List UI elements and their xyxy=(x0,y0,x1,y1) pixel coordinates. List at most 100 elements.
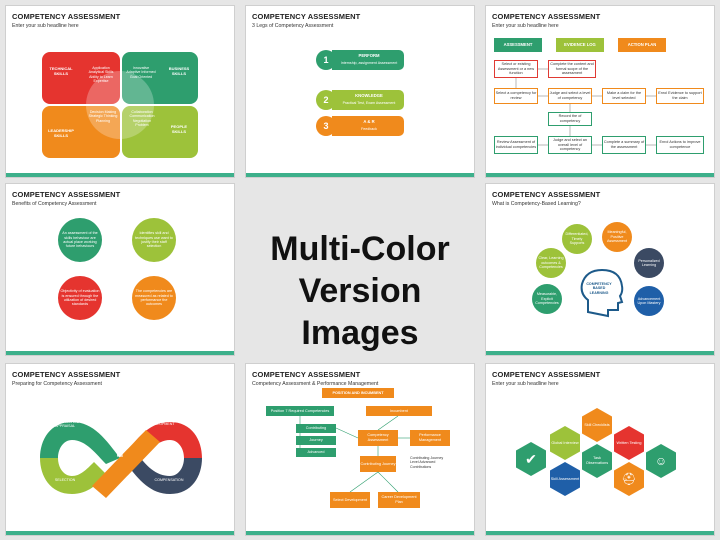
slide-title: COMPETENCY ASSESSMENT xyxy=(492,370,601,379)
level-notes: Contributing Journey Level Advanced Cont… xyxy=(410,456,444,469)
cbl-node-4: Advancement Upon Mastery xyxy=(634,286,664,316)
required-competencies-box: Position 7 Required Competencies xyxy=(266,406,334,416)
level-box: Contributing xyxy=(296,424,336,433)
flow-box: Complete the content and formal scope of… xyxy=(548,60,596,78)
step-desc-1: Internship, assignment Assessment xyxy=(340,61,398,65)
slide-thumbnail-1[interactable]: COMPETENCY ASSESSMENT Enter your sub hea… xyxy=(6,6,234,177)
caption-line-2: Version Images xyxy=(298,272,422,352)
technical-skills-list: Application Analytical Skills Ability to… xyxy=(88,66,114,84)
people-skills-list: Collaboration Communication Negotiation … xyxy=(129,110,155,128)
technical-skills-label: TECHNICAL SKILLS xyxy=(49,66,73,76)
infinity-loop-graphic xyxy=(40,422,202,498)
header-action-plan: ACTION PLAN xyxy=(618,38,666,52)
career-development-plan-box: Career Development Plan xyxy=(378,492,420,508)
leadership-skills-label: LEADERSHIP SKILLS xyxy=(48,128,74,138)
level-box: Journey xyxy=(296,436,336,445)
step-card-3 xyxy=(332,116,404,136)
org-connectors xyxy=(296,415,410,493)
skills-quadrant-graphic xyxy=(42,52,198,158)
cbl-node-1: Differentiated, Timely Supports xyxy=(562,224,592,254)
slide-subtitle: Enter your sub headline here xyxy=(492,381,559,387)
select-development-box: Select Development xyxy=(330,492,370,508)
slide-subtitle: Competency Assessment & Performance Mana… xyxy=(252,381,379,387)
step-card-1 xyxy=(332,50,404,70)
written-testing-hex: Written Testing xyxy=(614,426,644,460)
step-desc-3: Feedback xyxy=(361,127,377,131)
performance-management-box: Performance Management xyxy=(410,430,450,446)
flow-box: Make a claim for the level selected xyxy=(602,88,646,104)
slide-title: COMPETENCY ASSESSMENT xyxy=(12,190,121,199)
slide-thumbnail-2[interactable]: COMPETENCY ASSESSMENT 3 Legs of Competen… xyxy=(246,6,474,177)
step-title-1: PERFORM xyxy=(358,53,380,58)
flow-box: Enrol Evidence to support the claim xyxy=(656,88,704,104)
flow-connectors xyxy=(515,68,656,146)
slide-title: COMPETENCY ASSESSMENT xyxy=(252,12,361,21)
skill-checklists-hex: Skill Checklists xyxy=(582,408,612,442)
slide-subtitle: Preparing for Competency Assessment xyxy=(12,381,102,387)
slide-title: COMPETENCY ASSESSMENT xyxy=(492,190,601,199)
slide-thumbnail-3[interactable]: COMPETENCY ASSESSMENT Enter your sub hea… xyxy=(486,6,714,177)
slide-title: COMPETENCY ASSESSMENT xyxy=(492,12,601,21)
slide-subtitle: What is Competency-Based Learning? xyxy=(492,201,581,207)
step-title-3: A & R xyxy=(363,119,375,124)
multi-color-caption: Multi-Color Version Images xyxy=(244,228,476,354)
development-label: DEVELOPMENT xyxy=(147,422,175,426)
slide-thumbnail-4[interactable]: COMPETENCY ASSESSMENT Benefits of Compet… xyxy=(6,184,234,355)
slide-title: COMPETENCY ASSESSMENT xyxy=(252,370,361,379)
slide-thumbnail-8[interactable]: COMPETENCY ASSESSMENT Enter your sub hea… xyxy=(486,364,714,535)
cbl-node-3: Personalized Learning xyxy=(634,248,664,278)
header-evidence-log: EVIDENCE LOG xyxy=(556,38,604,52)
flow-box: Record the of competency xyxy=(548,112,592,126)
benefit-badge-3: Objectivity of evaluation is ensured thr… xyxy=(58,276,102,320)
benefit-badge-1: An assessment of the skills behaviour ar… xyxy=(58,218,102,262)
task-observations-hex: Task Observations xyxy=(582,444,612,478)
cbl-center-label: COMPETENCY BASED LEARNING xyxy=(586,282,612,295)
cbl-node-2: Meaningful, Positive Assessment xyxy=(602,222,632,252)
step-number-1: 1 xyxy=(316,50,336,70)
step-title-2: KNOWLEDGE xyxy=(355,93,383,98)
step-card-2 xyxy=(332,90,404,110)
slide-thumbnail-5[interactable]: COMPETENCY ASSESSMENT What is Competency… xyxy=(486,184,714,355)
slide-thumbnail-6[interactable]: COMPETENCY ASSESSMENT Preparing for Comp… xyxy=(6,364,234,535)
cbl-node-5: Measurable, Explicit Competencies xyxy=(532,284,562,314)
step-desc-2: Practical Test, Exam Assessment xyxy=(342,101,396,105)
flow-box: Review Assessment of individual competen… xyxy=(494,136,538,154)
skill-assessment-hex: Skill Assessment xyxy=(550,462,580,496)
slide-thumbnail-7[interactable]: COMPETENCY ASSESSMENT Competency Assessm… xyxy=(246,364,474,535)
slide-title: COMPETENCY ASSESSMENT xyxy=(12,12,121,21)
incumbent-box: Incumbent xyxy=(366,406,432,416)
business-skills-list: Innovative Adaptive Informed Goal Orient… xyxy=(126,66,156,79)
position-incumbent-header: POSITION AND INCUMBENT xyxy=(322,388,394,398)
slide-title: COMPETENCY ASSESSMENT xyxy=(12,370,121,379)
flow-box: Judge and select a level of competency xyxy=(548,88,592,104)
flow-box: Enrol Actions to improve competence xyxy=(656,136,704,154)
contributing-journey-box: Contributing Journey xyxy=(360,456,396,472)
flow-box: Judge and select an overall level of com… xyxy=(548,136,592,154)
leadership-skills-list: Decision Making Strategic Thinking Plann… xyxy=(88,110,118,123)
slide-subtitle: Enter your sub headline here xyxy=(12,23,79,29)
business-skills-label: BUSINESS SKILLS xyxy=(168,66,190,76)
step-number-2: 2 xyxy=(316,90,336,110)
performance-appraisal-label: PERFORMANCE APPRAISAL xyxy=(51,420,79,429)
slide-subtitle: Benefits of Competency Assessment xyxy=(12,201,97,207)
global-interview-hex: Global Interview xyxy=(550,426,580,460)
step-number-3: 3 xyxy=(316,116,336,136)
flow-box: Select or existing Assessment or a new f… xyxy=(494,60,538,78)
benefit-badge-4: The competencies are measured as related… xyxy=(132,276,176,320)
slide-subtitle: Enter your sub headline here xyxy=(492,23,559,29)
benefit-badge-2: Identifies skill and techniques use want… xyxy=(132,218,176,262)
caption-line-1: Multi-Color xyxy=(270,230,450,268)
compensation-label: COMPENSATION xyxy=(154,478,184,482)
cbl-node-6: Clear, Learning outcomes & Competencies xyxy=(536,248,566,278)
selection-label: SELECTION xyxy=(54,478,76,482)
engineer-helmet-icon: ⛑ xyxy=(614,462,644,496)
head-silhouette-icon xyxy=(580,268,624,318)
header-assessment: ASSESSMENT xyxy=(494,38,542,52)
people-skills-label: PEOPLE SKILLS xyxy=(170,124,188,134)
level-box: Advanced xyxy=(296,448,336,457)
roi-label: ROI xyxy=(116,454,124,458)
flow-box: Select a competency for review xyxy=(494,88,538,104)
slide-subtitle: 3 Legs of Competency Assessment xyxy=(252,23,334,29)
flow-box: Complete a summary of the assessment xyxy=(602,136,646,154)
competency-assessment-box: Competency Assessment xyxy=(358,430,398,446)
